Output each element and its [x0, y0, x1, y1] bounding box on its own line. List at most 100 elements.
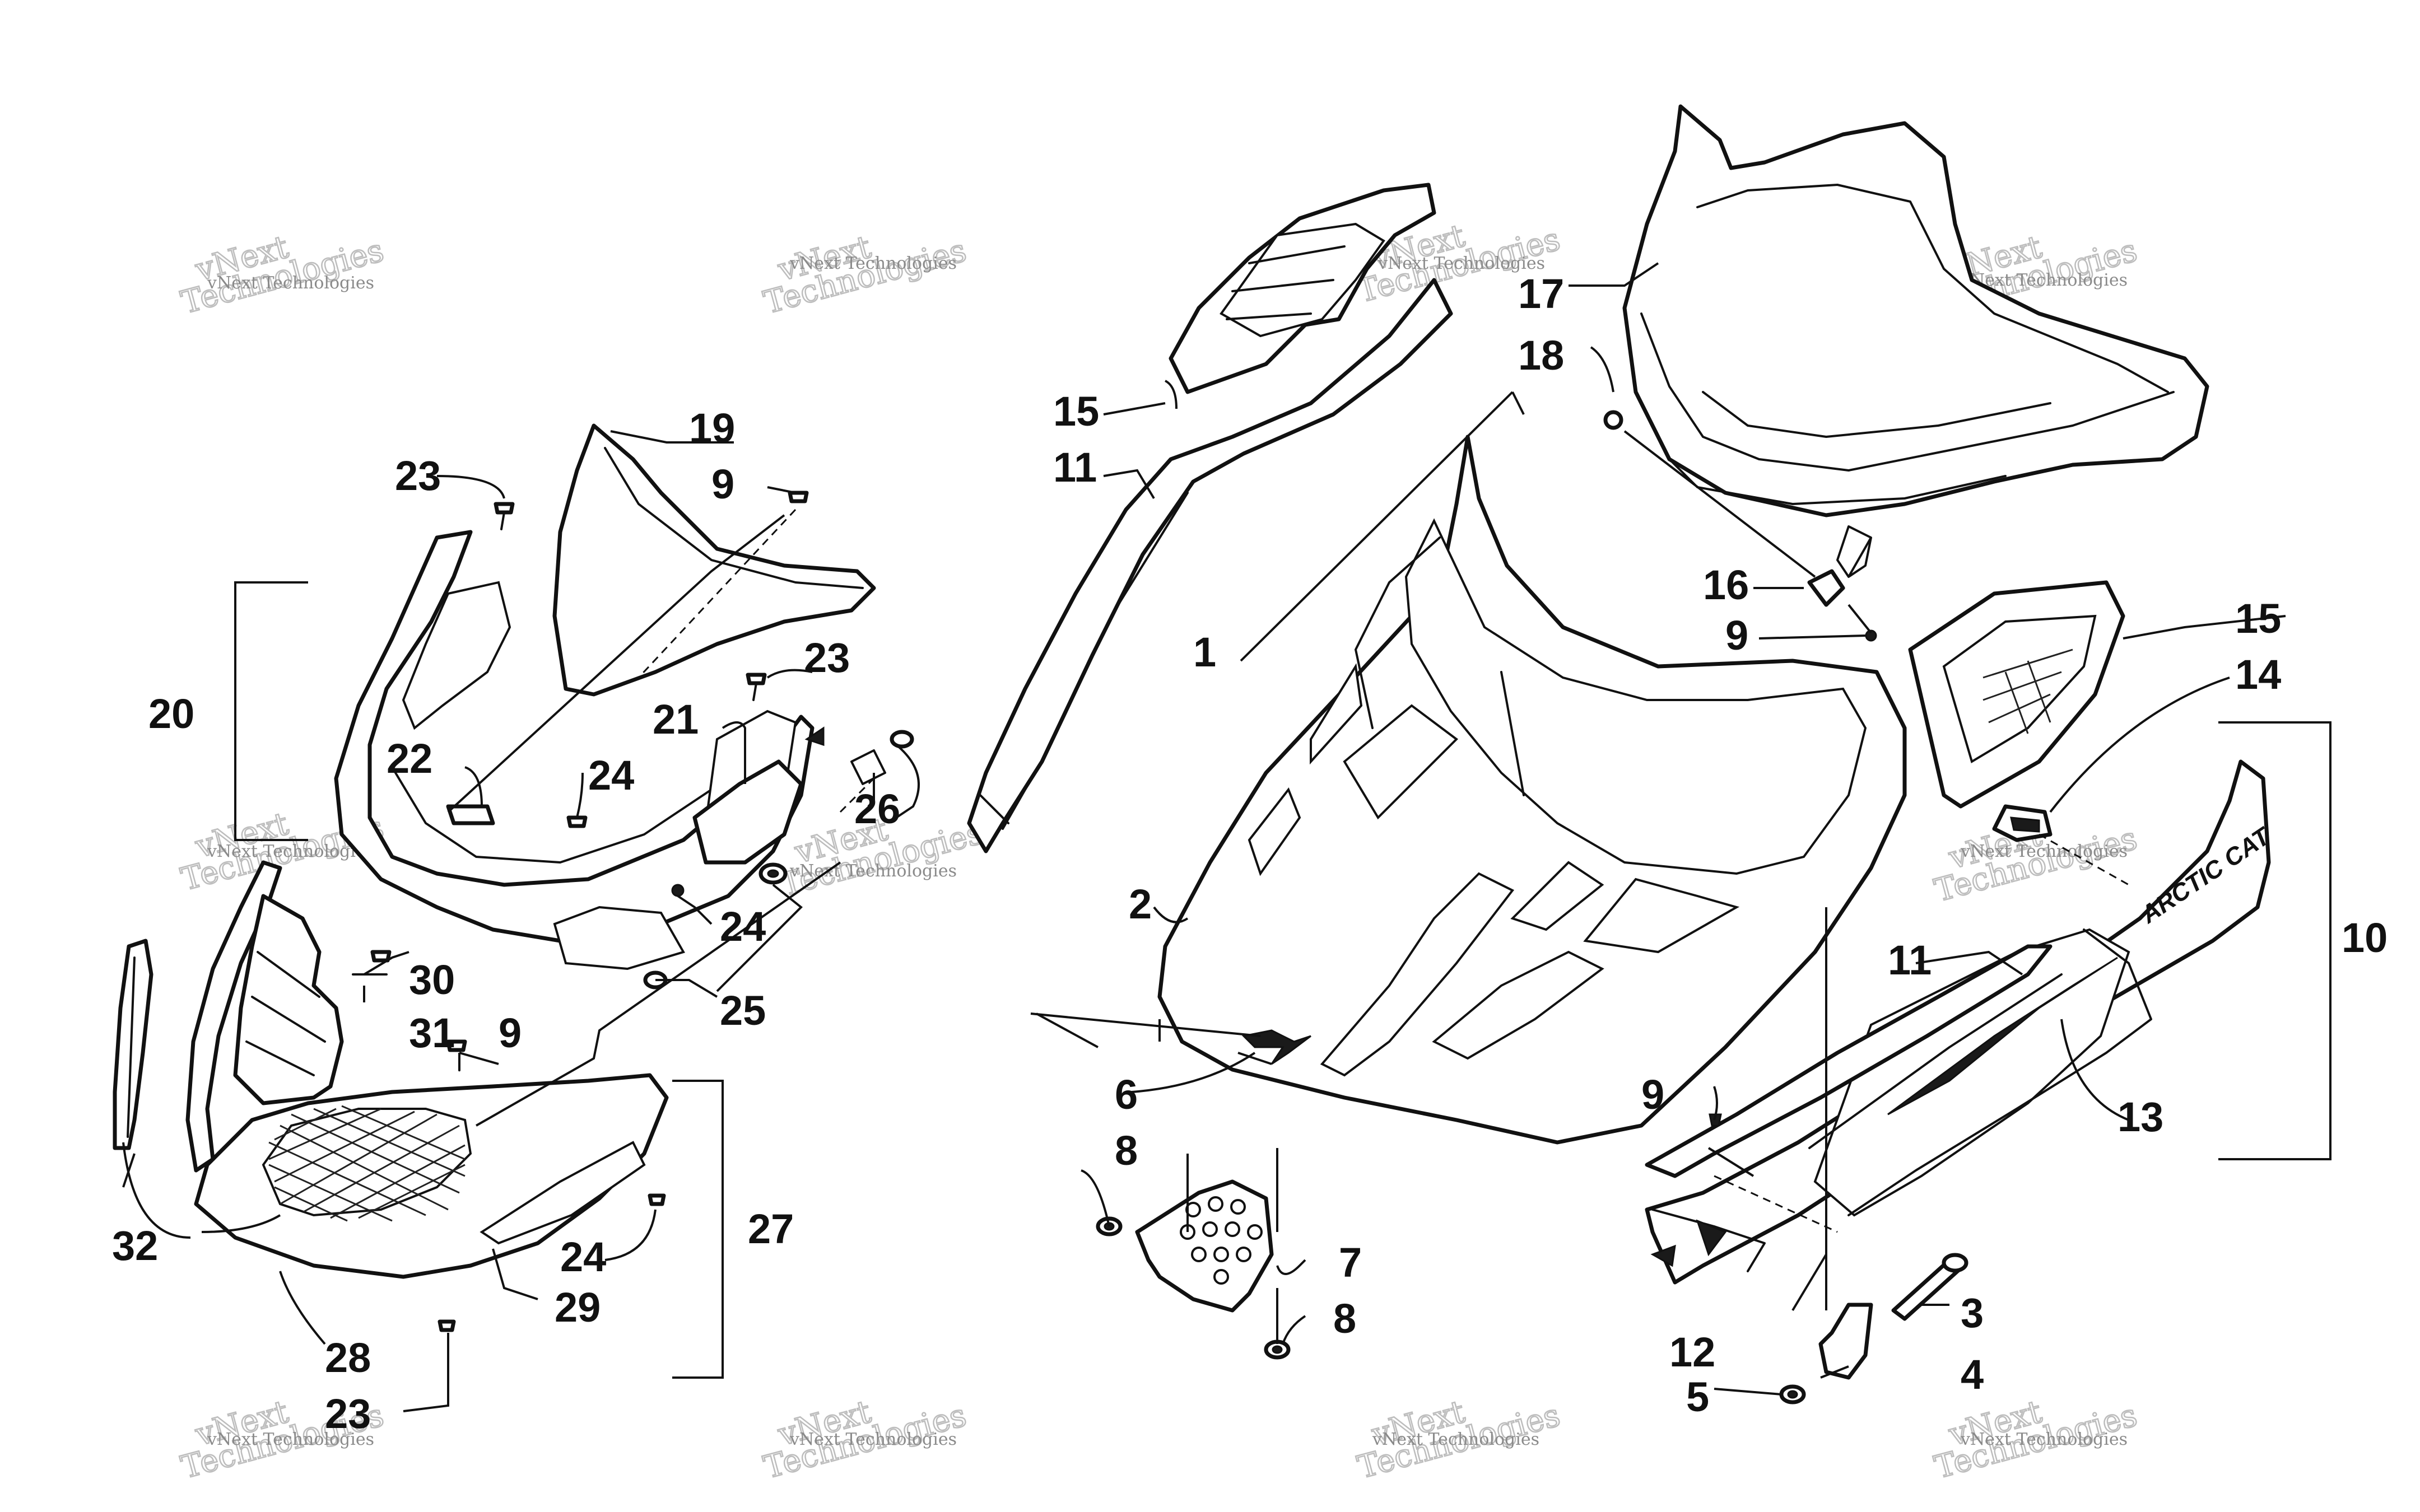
vent-part-15-right	[1908, 580, 2125, 809]
callout-32: 32	[112, 1222, 158, 1269]
callout-11-left: 11	[1053, 444, 1097, 491]
callout-16: 16	[1703, 562, 1749, 608]
nut-part-5	[1779, 1384, 1806, 1404]
plug-part-18	[1603, 410, 1623, 430]
lower-nose-part-28	[194, 1073, 669, 1279]
callout-15-right: 15	[2235, 595, 2281, 642]
callout-8-upper: 8	[1115, 1127, 1138, 1174]
vent-part-29	[480, 1141, 646, 1245]
bracket-10	[2218, 721, 2331, 1160]
watermark-bottom-mid: Technologies vNext	[760, 1393, 971, 1487]
watermark-caption: vNext Technologies	[1372, 1430, 1539, 1449]
callout-20: 20	[148, 690, 194, 737]
callout-19: 19	[689, 405, 735, 451]
callout-9-nose: 9	[711, 461, 734, 507]
watermark-bottom-center: Technologies vNext	[1353, 1393, 1565, 1487]
grille-mesh-part-32	[268, 1105, 466, 1222]
rivet-part-26	[850, 730, 914, 785]
tab-part-22	[446, 804, 495, 825]
assembly-brackets	[234, 581, 2331, 1379]
callout-12: 12	[1669, 1329, 1715, 1375]
hood-part-2	[1157, 435, 1907, 1145]
callout-31: 31	[409, 1010, 455, 1056]
trim-part-11-right	[1645, 944, 2053, 1178]
nose-cover-part-19	[552, 423, 876, 697]
callout-14: 14	[2235, 651, 2281, 698]
bracket-1	[1036, 1012, 1099, 1048]
callout-15-left: 15	[1053, 388, 1099, 435]
screw-part-9-nose	[788, 491, 809, 503]
leader-lines	[122, 262, 2286, 1412]
screw-part-23-upper	[494, 502, 515, 530]
screw-part-23-lower	[438, 1319, 456, 1332]
vent-part-15-left	[1169, 183, 1436, 394]
watermark-caption: vNext Technologies	[1960, 1430, 2128, 1449]
arrow-marker-right	[1650, 1244, 1676, 1267]
liner-part-13	[1847, 928, 2152, 1216]
watermark-caption: vNext Technologies	[789, 1430, 957, 1449]
callout-23-upper: 23	[395, 452, 441, 499]
callout-24-a: 24	[588, 752, 634, 799]
watermark-caption: vNext Technologies	[1377, 254, 1545, 273]
callout-9-lower: 9	[499, 1010, 522, 1056]
arrow-marker-left	[804, 726, 825, 746]
callout-30: 30	[409, 956, 455, 1003]
callout-3: 3	[1961, 1290, 1984, 1336]
callout-24-c: 24	[560, 1234, 606, 1280]
callout-5: 5	[1686, 1374, 1709, 1420]
trim-part-11-left	[967, 278, 1453, 853]
callout-28: 28	[325, 1334, 371, 1381]
screw-part-9-right	[1865, 629, 1877, 642]
emblem-part-6	[1241, 1029, 1311, 1065]
callout-23-lower: 23	[325, 1390, 371, 1437]
callout-23-mid: 23	[804, 634, 850, 681]
watermark-caption: vNext Technologies	[207, 273, 374, 293]
screw-part-23-mid	[746, 673, 767, 701]
watermark-caption: vNext Technologies	[207, 842, 374, 861]
screw-part-9-lower	[446, 1039, 467, 1052]
watermark-top-left: Technologies vNext	[177, 228, 388, 322]
watermark-bottom-right: Technologies vNext	[1930, 1393, 2142, 1487]
callout-18: 18	[1518, 332, 1564, 379]
bracket-27	[672, 1080, 724, 1379]
callout-26: 26	[854, 786, 900, 832]
windshield-part-17	[1622, 104, 2209, 517]
deflector-left	[185, 860, 344, 1173]
callout-13: 13	[2118, 1094, 2163, 1140]
bracket-part-4	[1818, 1303, 1873, 1380]
grommet-part-8-upper	[1096, 1216, 1123, 1236]
callout-9-right: 9	[1725, 612, 1748, 659]
callout-29: 29	[555, 1284, 601, 1331]
plate-holes	[1180, 1196, 1263, 1285]
bracket-20	[234, 581, 308, 841]
watermark-caption: vNext Technologies	[1960, 842, 2128, 861]
fastener-part-24-b	[671, 884, 685, 897]
fastener-part-24-a	[566, 815, 588, 828]
watermark-caption: vNext Technologies	[789, 254, 957, 273]
clip-part-16	[1807, 525, 1872, 607]
callout-9-panel: 9	[1641, 1071, 1664, 1118]
grommet-part-8-lower	[1264, 1340, 1291, 1360]
callout-24-b: 24	[720, 903, 766, 950]
direction-arrows	[804, 726, 1676, 1267]
callout-21: 21	[653, 696, 699, 743]
callout-22: 22	[387, 735, 432, 782]
callout-17: 17	[1518, 270, 1564, 317]
fastener-part-24-c	[648, 1193, 666, 1206]
callout-10: 10	[2342, 914, 2388, 961]
callout-11-right: 11	[1888, 937, 1932, 983]
callout-25: 25	[720, 987, 766, 1034]
callout-8-lower: 8	[1333, 1295, 1356, 1342]
watermark-caption: vNext Technologies	[207, 1430, 374, 1449]
plate-part-7	[1135, 1179, 1274, 1313]
callout-1: 1	[1193, 629, 1216, 675]
callout-labels: 1 2 3 4 5 6 7 8 8 9 9 9 9 10 11 11 12 13…	[112, 270, 2388, 1437]
screw-part-30	[370, 950, 392, 963]
callout-4: 4	[1961, 1351, 1984, 1398]
washer-part-25	[758, 862, 788, 885]
badge-part-14	[1992, 804, 2053, 842]
callout-7: 7	[1339, 1239, 1362, 1286]
strip-part-32	[113, 939, 153, 1150]
callout-27: 27	[748, 1206, 794, 1252]
